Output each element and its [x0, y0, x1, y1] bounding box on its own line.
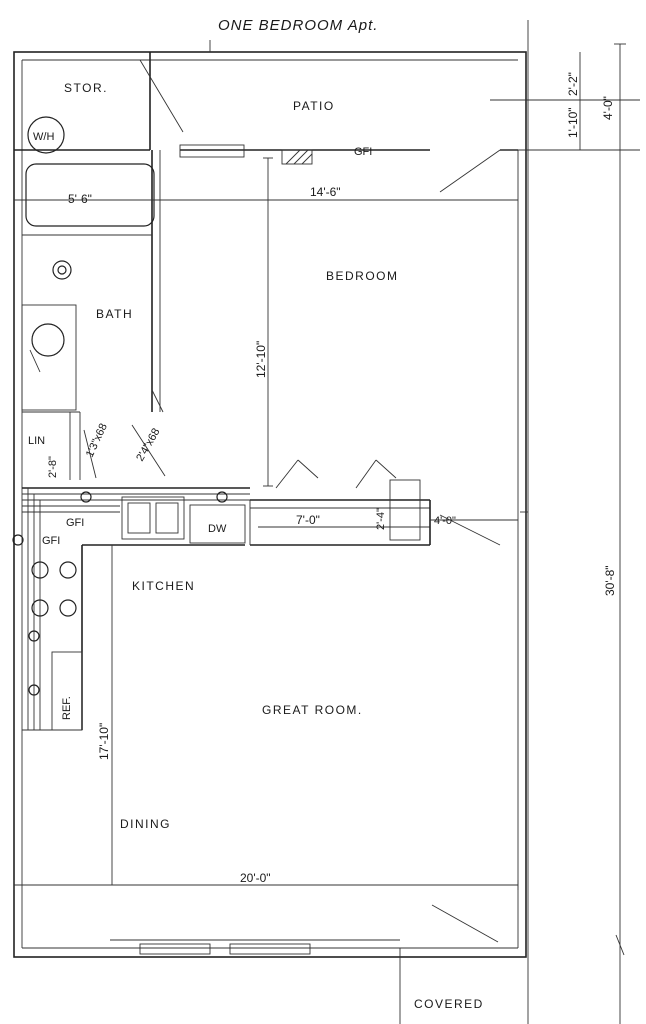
- dim-kitchen-depth: 17'-10": [97, 723, 111, 760]
- label-storage: STOR.: [64, 81, 108, 95]
- water-heater-icon: [27, 116, 65, 154]
- dim-tub-width: 5'-6": [68, 192, 92, 206]
- dim-bedroom-width: 14'-6": [310, 185, 341, 199]
- outer-walls: [13, 20, 529, 1024]
- dim-door-a: 1'3"x68: [84, 422, 110, 460]
- label-bath: BATH: [96, 307, 133, 321]
- refrigerator-box: [51, 651, 83, 731]
- outlet-icon: [28, 630, 40, 642]
- plan-title: ONE BEDROOM Apt.: [218, 17, 378, 34]
- label-dishwasher: DW: [208, 523, 227, 535]
- label-dining: DINING: [120, 817, 171, 831]
- dim-great-room-width: 20'-0": [240, 871, 271, 885]
- dim-bar-depth: 2'-4": [375, 508, 387, 530]
- outlet-icon: [80, 491, 92, 503]
- vanity-counter: [21, 304, 77, 411]
- range-burner-icon: [59, 561, 77, 579]
- dim-patio-total: 4'-0": [601, 96, 615, 120]
- label-great-room: GREAT ROOM.: [262, 703, 363, 717]
- kitchen-sink-icon: [121, 496, 185, 540]
- bedroom-dimension-lines: [14, 157, 518, 489]
- dim-entry-width: 4'-0": [434, 515, 456, 527]
- dim-overall-depth: 30'-8": [603, 565, 617, 596]
- range-burner-icon: [59, 599, 77, 617]
- bath-zone: [21, 150, 166, 480]
- dim-patio-a: 1'-10": [566, 107, 580, 138]
- label-covered: COVERED: [414, 997, 484, 1011]
- bathtub-icon: [25, 163, 155, 227]
- label-gfi-kitchen: GFI: [66, 517, 84, 529]
- outlet-icon: [216, 491, 228, 503]
- dim-bar-length: 7'-0": [296, 513, 320, 527]
- label-bedroom: BEDROOM: [326, 269, 399, 283]
- label-water-heater: W/H: [33, 131, 54, 143]
- kitchen-counters: [12, 479, 528, 731]
- range-burner-icon: [31, 599, 49, 617]
- label-gfi-patio: GFI: [354, 146, 372, 158]
- patio-zone: [14, 52, 518, 193]
- dim-door-b: 2'4"x68: [134, 426, 162, 463]
- dishwasher-box: [189, 504, 246, 544]
- great-room-lines: [13, 545, 519, 1024]
- dim-bedroom-depth: 12'-10": [254, 341, 268, 378]
- label-refrigerator: REF.: [61, 696, 73, 720]
- label-linen: LIN: [28, 435, 45, 447]
- label-patio: PATIO: [293, 99, 335, 113]
- dim-linen-depth: 2'-8": [47, 456, 59, 478]
- outlet-icon: [28, 684, 40, 696]
- range-burner-icon: [31, 561, 49, 579]
- sink-icon: [31, 323, 65, 357]
- dim-patio-b: 2'-2": [566, 72, 580, 96]
- outlet-icon: [12, 534, 24, 546]
- overall-dimension-line: [614, 149, 626, 1024]
- label-kitchen: KITCHEN: [132, 579, 195, 593]
- label-gfi-side: GFI: [42, 535, 60, 547]
- toilet-icon: [52, 260, 72, 280]
